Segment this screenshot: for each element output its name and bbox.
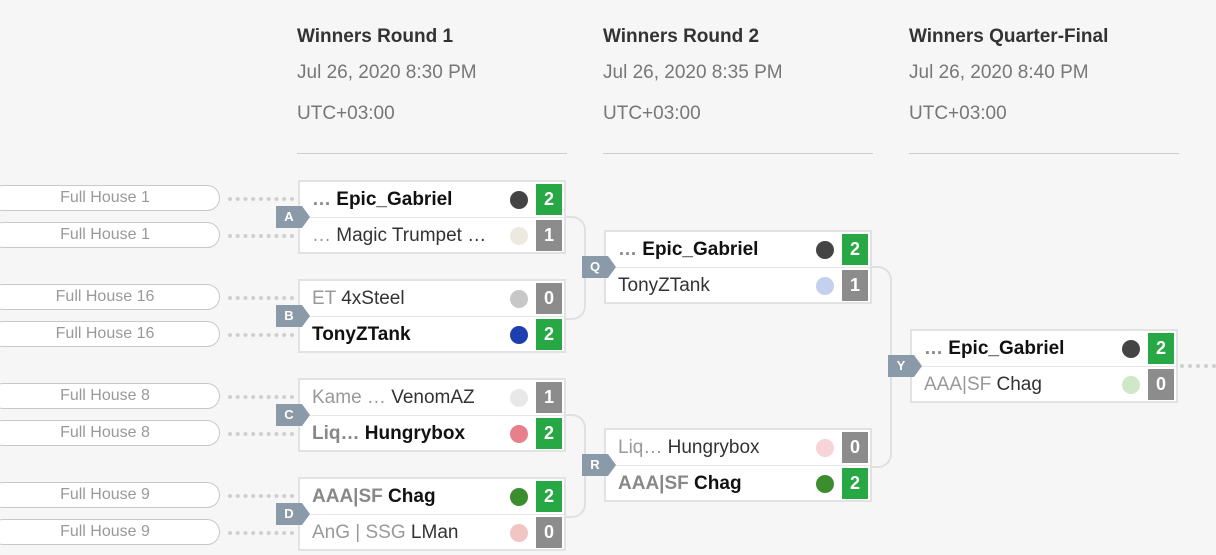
player-score: 2 <box>536 184 562 215</box>
match-d[interactable]: AAA|SF Chag 2 AnG | SSG LMan 0 <box>298 477 566 551</box>
player-name: ET 4xSteel <box>312 288 405 309</box>
player-name: TonyZTank <box>312 324 411 345</box>
character-icon <box>1122 340 1140 358</box>
player-score: 0 <box>842 432 868 463</box>
match-label: A <box>276 206 310 228</box>
match-player-row[interactable]: … Epic_Gabriel 2 <box>606 232 870 268</box>
match-player-row[interactable]: TonyZTank 1 <box>606 268 870 303</box>
match-player-row[interactable]: … Epic_Gabriel 2 <box>300 182 564 218</box>
source-pill[interactable]: Full House 16 <box>0 284 220 310</box>
character-icon <box>510 227 528 245</box>
match-r[interactable]: Liq… Hungrybox 0 AAA|SF Chag 2 <box>604 428 872 502</box>
player-name: … Magic Trumpet … <box>312 225 487 246</box>
character-icon <box>510 524 528 542</box>
round-timezone: UTC+03:00 <box>297 103 395 124</box>
match-player-row[interactable]: AnG | SSG LMan 0 <box>300 515 564 550</box>
source-connector <box>228 395 294 399</box>
match-c[interactable]: Kame … VenomAZ 1 Liq… Hungrybox 2 <box>298 378 566 452</box>
character-icon <box>510 326 528 344</box>
match-player-row[interactable]: ET 4xSteel 0 <box>300 281 564 317</box>
character-icon <box>510 389 528 407</box>
round-divider <box>603 153 873 154</box>
match-player-row[interactable]: AAA|SF Chag 2 <box>606 466 870 501</box>
character-icon <box>816 475 834 493</box>
match-player-row[interactable]: AAA|SF Chag 0 <box>912 367 1176 402</box>
source-pill[interactable]: Full House 9 <box>0 482 220 508</box>
match-q[interactable]: … Epic_Gabriel 2 TonyZTank 1 <box>604 230 872 304</box>
source-pill[interactable]: Full House 8 <box>0 420 220 446</box>
player-score: 0 <box>536 283 562 314</box>
match-label: Y <box>888 355 922 377</box>
player-score: 2 <box>536 319 562 350</box>
character-icon <box>816 439 834 457</box>
match-a[interactable]: … Epic_Gabriel 2 … Magic Trumpet … 1 <box>298 180 566 254</box>
bracket-out-connector <box>1180 364 1216 368</box>
player-name: Kame … VenomAZ <box>312 387 475 408</box>
character-icon <box>1122 376 1140 394</box>
match-player-row[interactable]: Kame … VenomAZ 1 <box>300 380 564 416</box>
player-name: AAA|SF Chag <box>618 473 742 494</box>
round-title: Winners Round 2 <box>603 26 760 47</box>
match-label: Q <box>582 256 616 278</box>
player-score: 2 <box>842 234 868 265</box>
round-timezone: UTC+03:00 <box>909 103 1007 124</box>
round-timezone: UTC+03:00 <box>603 103 701 124</box>
round-title: Winners Round 1 <box>297 26 454 47</box>
match-player-row[interactable]: TonyZTank 2 <box>300 317 564 352</box>
match-player-row[interactable]: … Epic_Gabriel 2 <box>912 331 1176 367</box>
round-divider <box>297 153 567 154</box>
source-pill[interactable]: Full House 8 <box>0 383 220 409</box>
source-pill[interactable]: Full House 1 <box>0 185 220 211</box>
source-connector <box>228 494 294 498</box>
player-name: AnG | SSG LMan <box>312 522 459 543</box>
match-player-row[interactable]: … Magic Trumpet … 1 <box>300 218 564 253</box>
round-date: Jul 26, 2020 8:40 PM <box>909 62 1089 83</box>
character-icon <box>510 425 528 443</box>
source-connector <box>228 296 294 300</box>
character-icon <box>510 290 528 308</box>
player-score: 1 <box>536 220 562 251</box>
character-icon <box>816 277 834 295</box>
source-pill[interactable]: Full House 1 <box>0 222 220 248</box>
player-name: TonyZTank <box>618 275 710 296</box>
round-divider <box>909 153 1179 154</box>
source-connector <box>228 197 294 201</box>
player-score: 2 <box>536 418 562 449</box>
character-icon <box>816 241 834 259</box>
player-name: AAA|SF Chag <box>312 486 436 507</box>
round-date: Jul 26, 2020 8:35 PM <box>603 62 783 83</box>
player-name: … Epic_Gabriel <box>924 338 1065 359</box>
match-player-row[interactable]: AAA|SF Chag 2 <box>300 479 564 515</box>
match-player-row[interactable]: Liq… Hungrybox 2 <box>300 416 564 451</box>
player-score: 1 <box>842 270 868 301</box>
player-score: 0 <box>536 517 562 548</box>
character-icon <box>510 488 528 506</box>
match-y[interactable]: … Epic_Gabriel 2 AAA|SF Chag 0 <box>910 329 1178 403</box>
player-name: Liq… Hungrybox <box>618 437 760 458</box>
player-score: 2 <box>842 468 868 499</box>
source-pill[interactable]: Full House 9 <box>0 519 220 545</box>
round-date: Jul 26, 2020 8:30 PM <box>297 62 477 83</box>
player-score: 0 <box>1148 369 1174 400</box>
source-connector <box>228 531 294 535</box>
player-name: … Epic_Gabriel <box>312 189 453 210</box>
character-icon <box>510 191 528 209</box>
source-connector <box>228 333 294 337</box>
match-b[interactable]: ET 4xSteel 0 TonyZTank 2 <box>298 279 566 353</box>
player-name: AAA|SF Chag <box>924 374 1042 395</box>
source-connector <box>228 234 294 238</box>
match-label: R <box>582 454 616 476</box>
match-label: B <box>276 305 310 327</box>
player-score: 1 <box>536 382 562 413</box>
match-player-row[interactable]: Liq… Hungrybox 0 <box>606 430 870 466</box>
match-label: C <box>276 404 310 426</box>
player-name: Liq… Hungrybox <box>312 423 466 444</box>
round-title: Winners Quarter-Final <box>909 26 1109 47</box>
source-pill[interactable]: Full House 16 <box>0 321 220 347</box>
player-score: 2 <box>1148 333 1174 364</box>
match-label: D <box>276 503 310 525</box>
player-name: … Epic_Gabriel <box>618 239 759 260</box>
source-connector <box>228 432 294 436</box>
player-score: 2 <box>536 481 562 512</box>
